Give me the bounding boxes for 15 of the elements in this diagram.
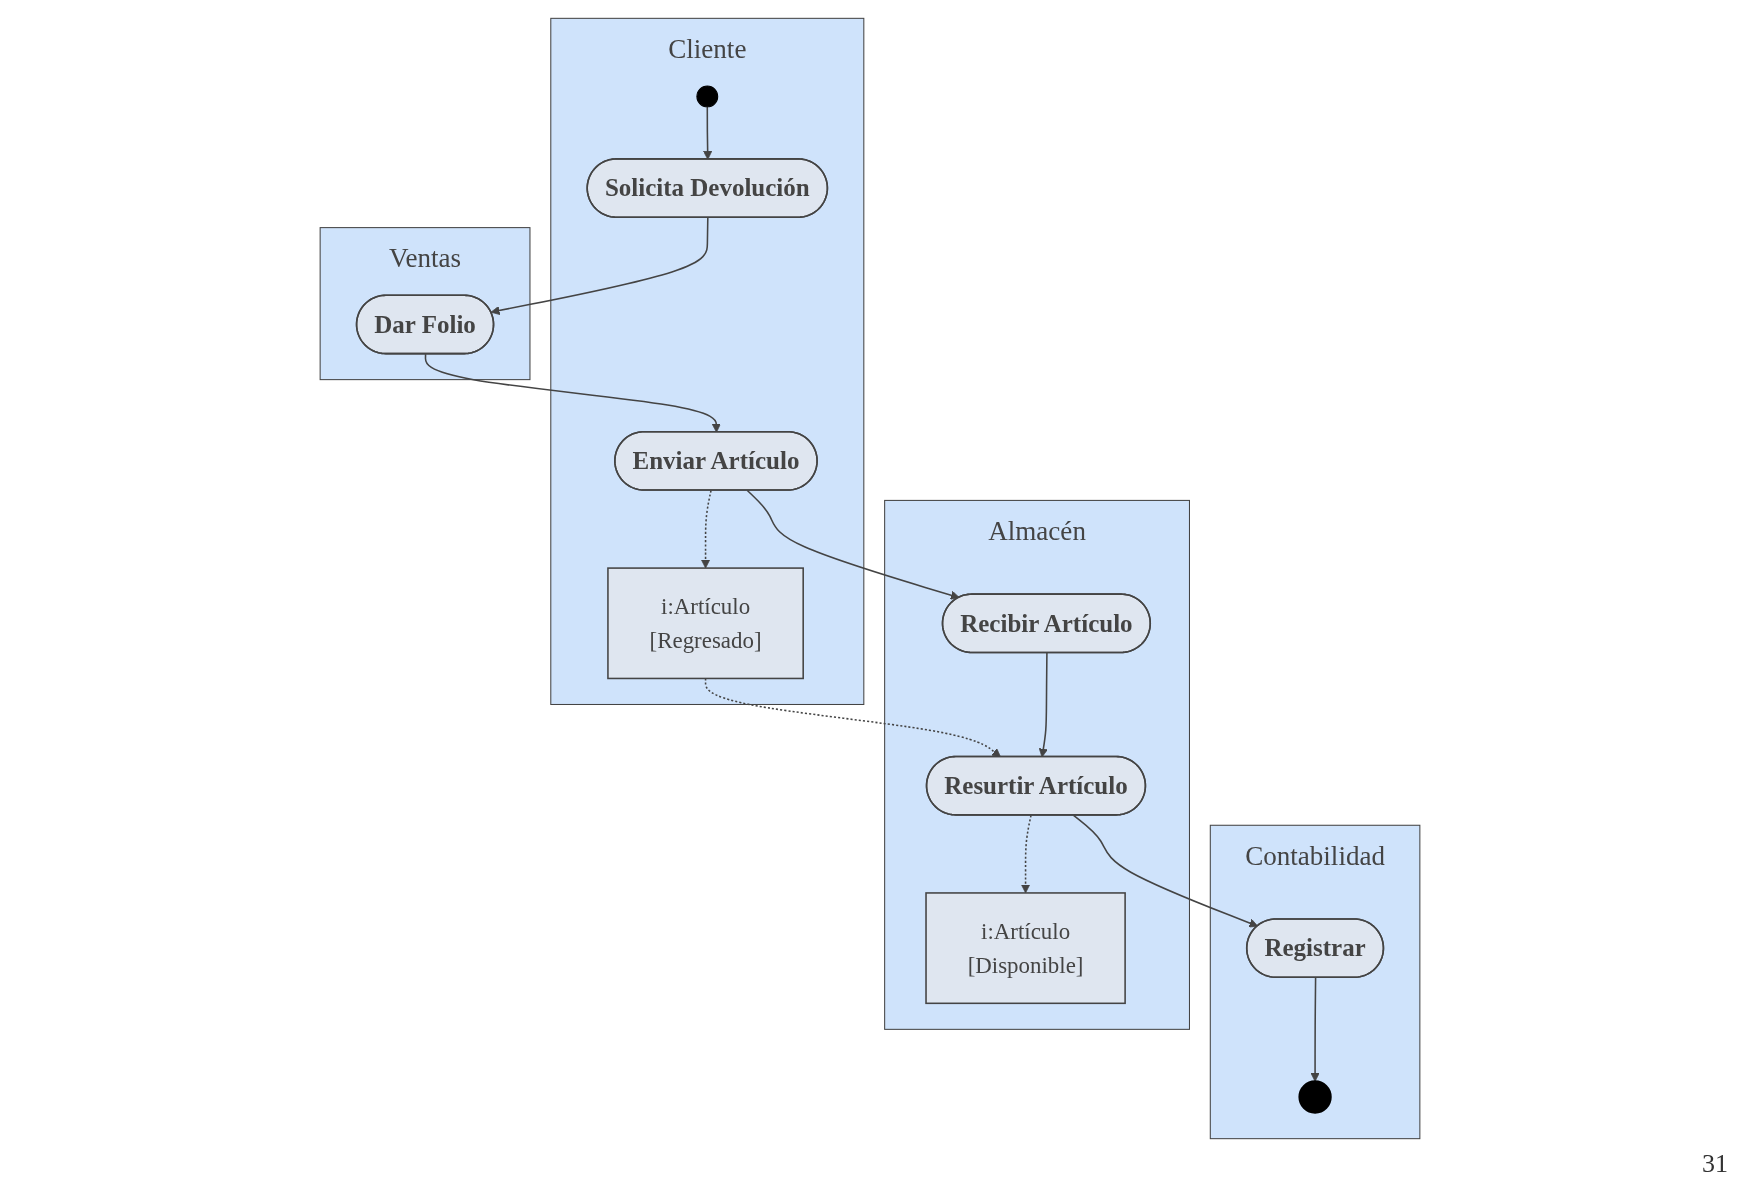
arrow — [701, 489, 712, 569]
node-circle — [696, 85, 719, 108]
arrow — [1310, 977, 1320, 1082]
arrow — [704, 677, 1001, 758]
arrow — [1021, 814, 1032, 894]
arrow — [424, 353, 721, 433]
arrow — [490, 216, 709, 316]
page-number: 31 — [1702, 1149, 1728, 1178]
arrow — [1072, 814, 1259, 928]
arrow — [746, 489, 960, 600]
node-box: i:Artículo [Disponible] — [925, 892, 1126, 1005]
arrow — [703, 106, 713, 160]
node-circle — [1298, 1080, 1332, 1114]
arrow — [1038, 652, 1048, 758]
node-box: i:Artículo [Regresado] — [607, 567, 804, 680]
